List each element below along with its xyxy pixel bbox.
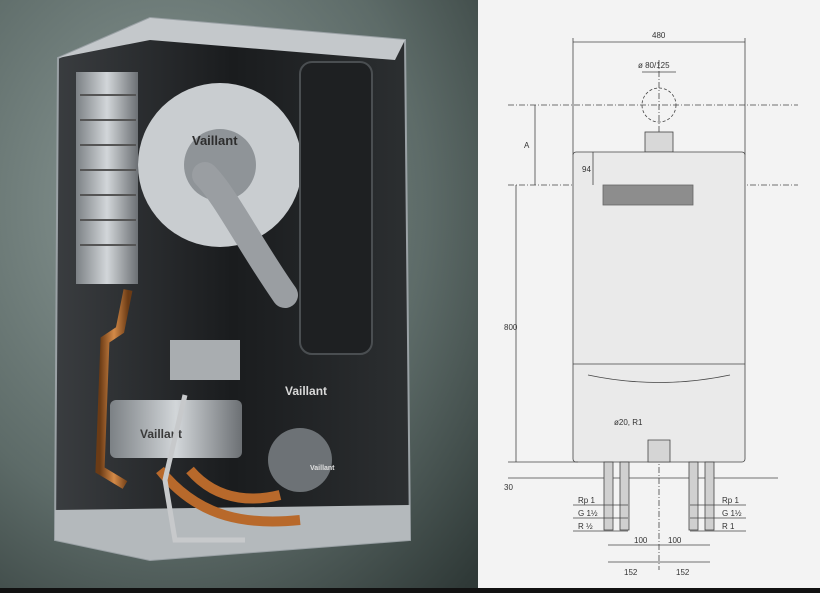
pipe-right-2 [704,461,715,531]
conn-right-r: R 1 [722,522,735,531]
flue-pipe [192,162,298,308]
brand-plate: Vaillant [140,427,182,441]
flue-collar [644,131,674,153]
dim-a: A [524,141,530,150]
copper-pipes-bottom [156,466,301,527]
exchanger-fins [80,94,136,246]
control-panel [602,184,694,206]
dim-width: 480 [652,31,666,40]
dim-drain: ø20, R1 [614,418,643,427]
heat-exchanger [76,72,138,284]
spacing-100-left: 100 [634,536,648,545]
spacing-152-left: 152 [624,568,638,577]
technical-drawing: 480 ø 80/125 A 94 800 30 ø20, R1 Rp 1 G … [504,31,798,577]
conn-left-g: G 1½ [578,509,598,518]
pipe-left-2 [619,461,630,531]
casing-bottom [55,505,410,560]
brand-pump: Vaillant [285,384,327,398]
dim-flue: ø 80/125 [638,61,670,70]
conn-left-rp1: Rp 1 [578,496,595,505]
dim-30: 30 [504,483,513,492]
copper-pipe-left [95,289,133,489]
conn-right-rp1: Rp 1 [722,496,739,505]
pump [268,428,332,492]
expansion-vessel [299,61,373,355]
dim-height: 800 [504,323,518,332]
dim-94: 94 [582,165,591,174]
pipe-left-1 [603,461,614,531]
boiler-photo: Vaillant Vaillant Vaillant Vaillant [0,0,478,588]
drain-outlet [647,439,671,463]
pipe-right-1 [688,461,699,531]
spacing-100-right: 100 [668,536,682,545]
spacing-152-right: 152 [676,568,690,577]
flexible-hose [162,394,245,543]
conn-right-g: G 1½ [722,509,742,518]
brand-fan: Vaillant [192,133,238,148]
conn-left-r: R ½ [578,522,593,531]
casing-top [58,18,405,60]
brand-plate-2: Vaillant [310,465,335,472]
dimension-drawing: 480 ø 80/125 A 94 800 30 ø20, R1 Rp 1 G … [478,0,820,588]
gas-valve [170,340,240,380]
boiler-illustration: Vaillant Vaillant Vaillant Vaillant [0,0,478,588]
